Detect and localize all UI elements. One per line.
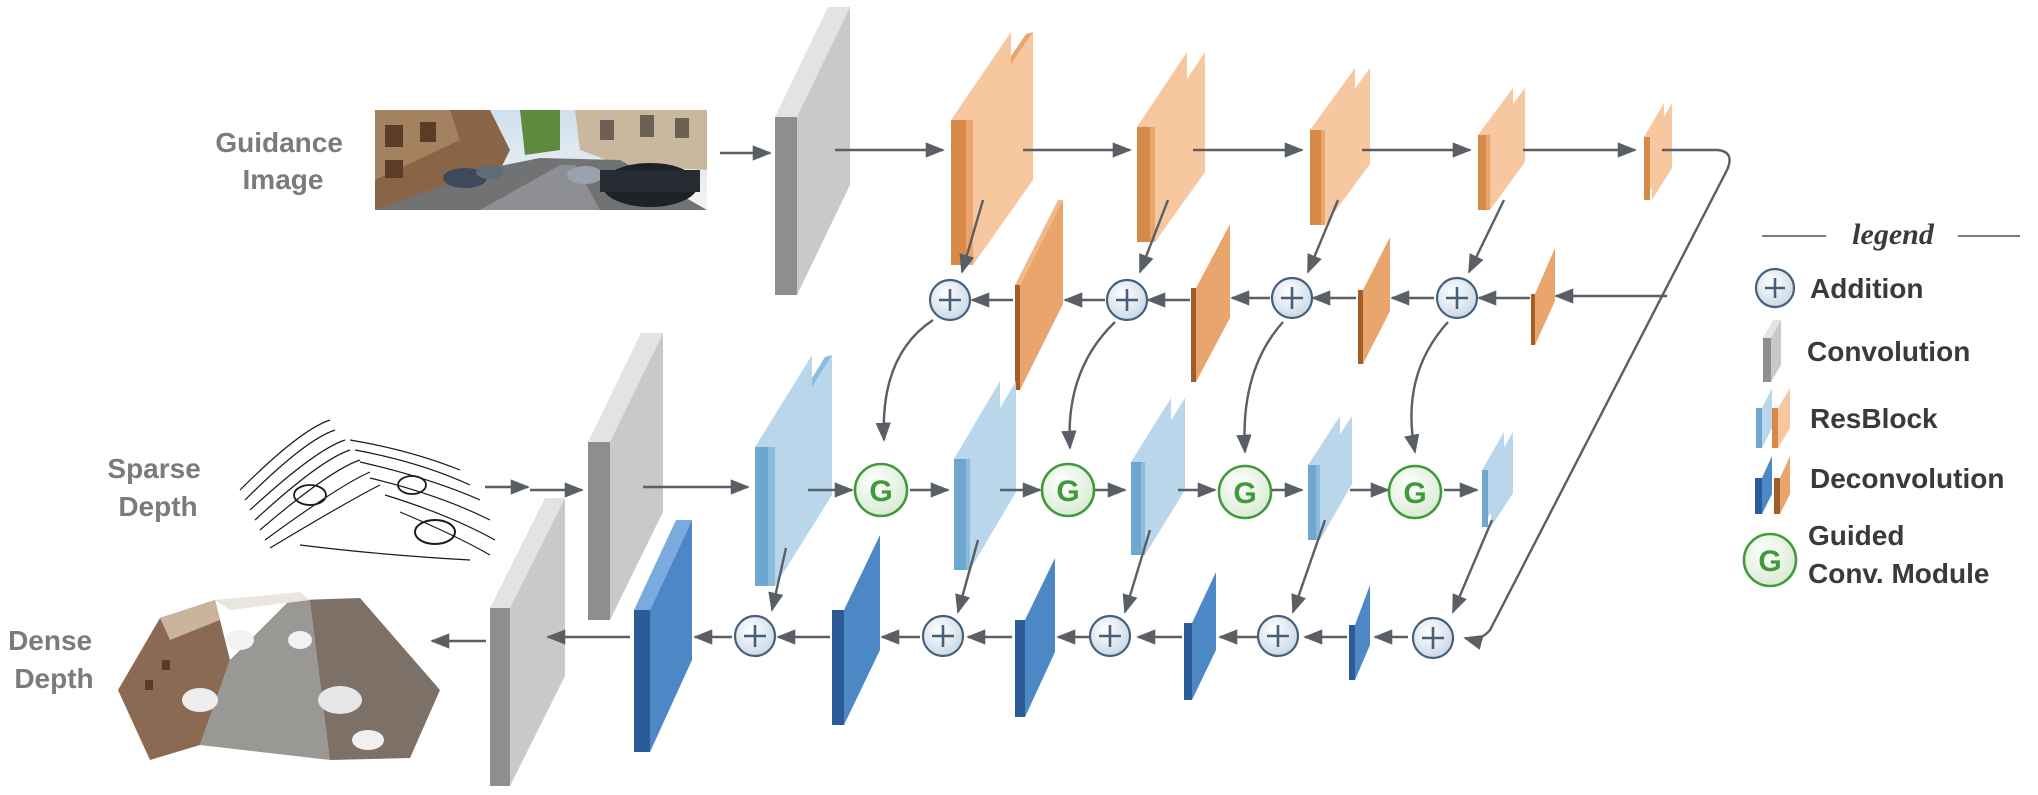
guidance-label-line1: Guidance — [215, 127, 343, 158]
legend-resblock-icon — [1756, 388, 1790, 448]
arrows-depth-encoder — [485, 479, 1479, 498]
legend-resblock-label: ResBlock — [1810, 403, 1938, 434]
guidance-image — [375, 110, 707, 210]
deconv-orange-1 — [1015, 200, 1063, 390]
resblock-orange-1 — [951, 32, 1033, 265]
legend-deconvolution-icon — [1755, 456, 1790, 514]
conv-sparse — [588, 333, 663, 620]
addition-node — [1411, 616, 1455, 660]
deconv-blue-5 — [1349, 585, 1370, 680]
legend-guided-letter: G — [1758, 545, 1781, 578]
arrows-guidance-decoder — [875, 199, 1530, 454]
guided-conv-module: G — [1387, 464, 1443, 520]
resblock-orange-2 — [1137, 52, 1205, 242]
guided-module-letter: G — [869, 475, 892, 508]
sparse-depth-image — [239, 419, 496, 561]
legend-guided-label: Guided Conv. Module — [1808, 520, 1989, 589]
legend-guided-line2: Conv. Module — [1808, 558, 1989, 589]
resblock-orange-4 — [1478, 88, 1525, 210]
dense-depth-label: Dense Depth — [8, 625, 100, 694]
legend-title: legend — [1852, 218, 1935, 251]
conv-guidance — [775, 7, 850, 295]
dense-label-line2: Depth — [14, 663, 93, 694]
deconv-blue-3 — [1015, 558, 1055, 717]
resblock-blue-5 — [1482, 432, 1513, 527]
resblock-blue-3 — [1131, 398, 1185, 555]
addition-node — [921, 614, 965, 658]
addition-node — [1435, 276, 1479, 320]
legend-addition-icon — [1754, 267, 1796, 309]
guided-conv-module: G — [853, 462, 909, 518]
legend-convolution-icon — [1763, 320, 1781, 382]
addition-node — [1270, 276, 1314, 320]
resblock-blue-4 — [1308, 416, 1352, 540]
deconv-blue-2 — [832, 535, 880, 725]
arrows-depth-decoder — [430, 519, 1494, 649]
sparse-label-line1: Sparse — [107, 453, 200, 484]
guidance-image-label: Guidance Image — [215, 127, 350, 195]
legend-guided-icon: G — [1742, 532, 1798, 588]
legend: legend Addition Convolution ResBlock Dec… — [1742, 218, 2020, 589]
resblock-orange-3 — [1310, 68, 1370, 225]
deconv-blue-4 — [1184, 572, 1216, 700]
guided-conv-module: G — [1217, 464, 1273, 520]
resblock-blue-1 — [755, 355, 832, 586]
addition-node — [1256, 614, 1300, 658]
arrows-guidance-encoder — [720, 142, 1731, 650]
dense-depth-image — [118, 592, 440, 760]
legend-convolution-label: Convolution — [1807, 336, 1970, 367]
deconv-orange-3 — [1358, 237, 1390, 364]
guided-module-letter: G — [1403, 477, 1426, 510]
deconv-blue-1 — [634, 520, 692, 752]
deconv-orange-2 — [1191, 224, 1230, 382]
sparse-depth-label: Sparse Depth — [107, 453, 208, 522]
addition-node — [1105, 278, 1149, 322]
resblock-orange-5 — [1644, 103, 1672, 200]
legend-guided-line1: Guided — [1808, 520, 1904, 551]
legend-deconvolution-label: Deconvolution — [1810, 463, 2004, 494]
guidance-label-line2: Image — [243, 164, 324, 195]
conv-output — [490, 498, 565, 786]
addition-node — [928, 278, 972, 322]
resblock-blue-2 — [954, 381, 1016, 570]
guided-conv-module: G — [1040, 462, 1096, 518]
addition-node — [733, 614, 777, 658]
guided-module-letter: G — [1056, 475, 1079, 508]
legend-addition-label: Addition — [1810, 273, 1924, 304]
sparse-label-line2: Depth — [118, 491, 197, 522]
deconv-orange-4 — [1531, 248, 1555, 345]
dense-label-line1: Dense — [8, 625, 92, 656]
guided-module-letter: G — [1233, 477, 1256, 510]
addition-node — [1088, 614, 1132, 658]
